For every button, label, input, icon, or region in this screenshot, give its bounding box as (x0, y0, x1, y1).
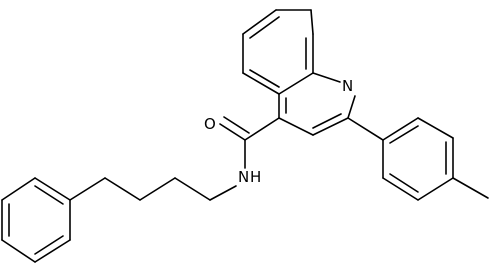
carboxamide-group (219, 116, 280, 169)
amide-hydrogen-label: H (250, 168, 261, 186)
butyl-chain (69, 177, 237, 201)
benzo-ring (242, 9, 314, 95)
phenyl-ring (1, 177, 71, 263)
amide-nitrogen-label: N (238, 168, 249, 186)
tolyl-ring (347, 117, 489, 201)
pyridine-ring (278, 72, 356, 136)
ring-nitrogen-label: N (342, 77, 353, 95)
oxygen-atom-label: O (204, 115, 216, 133)
